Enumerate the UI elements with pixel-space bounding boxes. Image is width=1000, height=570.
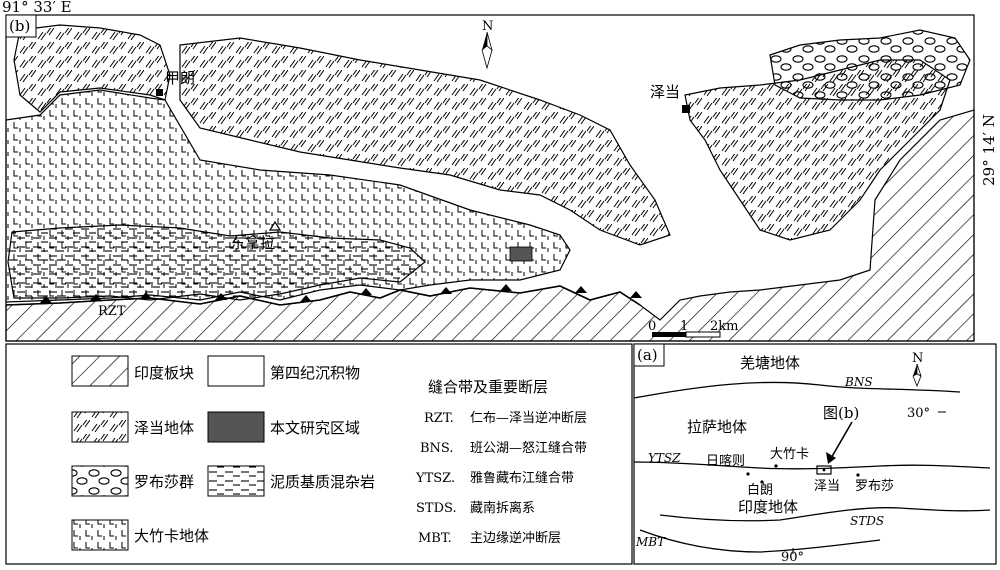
svg-text:2km: 2km: [710, 319, 738, 334]
city-dazhuka: 大竹卡: [770, 447, 809, 462]
city-rikaze-dot: [746, 472, 750, 476]
label-stds: STDS: [850, 514, 884, 528]
right-latitude-label: 29° 14′ N: [980, 114, 998, 186]
panel-a-label-box: [633, 343, 665, 367]
svg-text:N: N: [912, 351, 923, 366]
fig-b-arrowhead: [826, 452, 836, 464]
mud-matrix-melange: [7, 224, 426, 301]
north-arrow-b: N: [481, 19, 493, 70]
legend-indian-plate: 印度板块: [134, 364, 194, 382]
swatch-dazhuka: [71, 519, 129, 551]
panel-a-label: (a): [637, 346, 658, 364]
swatch-quaternary: [207, 355, 265, 387]
label-bns: BNS: [844, 375, 873, 389]
panel-a-inset: 羌塘地体 拉萨地体 印度地体 BNS YTSZ STDS MBT 30° 90°…: [633, 343, 997, 565]
mbt-line: [639, 529, 881, 553]
svg-text:N: N: [482, 19, 493, 34]
swatch-zedang: [71, 411, 129, 443]
label-mbt: MBT: [635, 535, 666, 549]
swatch-study-area: [207, 411, 265, 443]
top-longitude-label: 91° 33′ E: [2, 0, 72, 16]
legend-zedang: 泽当地体: [134, 419, 194, 437]
place-dongnala: 东拿拉: [230, 234, 275, 252]
panel-b-label: (b): [9, 17, 30, 35]
lon-tick-90: 90°: [781, 550, 804, 565]
jialang-marker: [156, 89, 163, 96]
bns-line: [633, 381, 961, 399]
zedang-marker: [682, 105, 690, 113]
study-area-marker: [509, 246, 533, 262]
scale-bar: 0 1 2km: [648, 319, 738, 338]
fault-abbr-mbt: MBT.: [418, 531, 452, 546]
legend-melange: 泥质基质混杂岩: [270, 473, 375, 491]
city-luobusha-dot: [856, 473, 860, 477]
swatch-melange: [207, 465, 265, 497]
swatch-luobusha: [71, 465, 129, 497]
city-dazhuka-dot: [774, 464, 778, 468]
city-bailang: 白朗: [747, 482, 773, 498]
zedang-terrane-central: [179, 37, 671, 246]
city-luobusha: 罗布莎: [855, 479, 894, 494]
legend-study-area: 本文研究区域: [270, 419, 360, 437]
city-bailang-dot: [760, 480, 764, 484]
zedang-terrane-west: [13, 24, 171, 113]
city-zedang: 泽当: [814, 479, 840, 494]
place-jialang: 甲朗: [165, 69, 195, 87]
terrane-india: 印度地体: [738, 498, 798, 516]
legend-dazhuka: 大竹卡地体: [134, 527, 209, 545]
legend-quaternary: 第四纪沉积物: [270, 364, 360, 382]
lat-tick-30: 30°: [907, 406, 930, 421]
place-zedang: 泽当: [650, 83, 680, 101]
fault-name-mbt: 主边缘逆冲断层: [470, 530, 561, 546]
faults-title: 缝合带及重要断层: [428, 378, 548, 396]
svg-text:1: 1: [680, 319, 688, 334]
terrane-qiangtang: 羌塘地体: [740, 354, 800, 372]
terrane-lhasa: 拉萨地体: [687, 418, 747, 436]
city-zedang-dot: [822, 468, 826, 472]
svg-text:0: 0: [648, 319, 656, 334]
luobusha-group: [769, 29, 971, 101]
dongnala-marker: [268, 220, 282, 231]
fig-b-arrow: [829, 421, 853, 461]
panel-b-label-box: [5, 14, 37, 38]
legend-luobusha: 罗布莎群: [134, 473, 194, 491]
fault-abbr-rzt: RZT.: [424, 411, 454, 426]
ytsz-line: [633, 461, 991, 470]
north-arrow-a: N: [912, 351, 923, 388]
rzt-fault-teeth: [40, 284, 642, 303]
fault-name-bns: 班公湖—怒江缝合带: [470, 441, 587, 456]
label-ytsz: YTSZ: [648, 451, 681, 465]
swatch-indian-plate: [71, 355, 129, 387]
fig-b-ref: 图(b): [823, 404, 859, 422]
fault-name-rzt: 仁布—泽当逆冲断层: [470, 410, 587, 426]
city-rikaze: 日喀则: [706, 453, 745, 469]
study-box: [816, 465, 832, 475]
legend: 印度板块 第四纪沉积物 泽当地体 本文研究区域 罗布莎群 泥质基质混杂岩 大竹卡…: [5, 343, 633, 565]
fault-abbr-ytsz: YTSZ.: [415, 471, 455, 486]
panel-b-map: 甲朗 泽当 东拿拉 RZT N 0 1 2km (b): [5, 14, 975, 342]
stds-line: [659, 507, 991, 522]
fault-name-ytsz: 雅鲁藏布江缝合带: [470, 471, 574, 486]
rzt-label: RZT: [98, 304, 126, 319]
panel-a-frame: [633, 343, 997, 565]
fault-abbr-stds: STDS.: [416, 501, 457, 516]
fault-abbr-bns: BNS.: [420, 441, 454, 456]
fault-name-stds: 藏南拆离系: [470, 500, 535, 516]
